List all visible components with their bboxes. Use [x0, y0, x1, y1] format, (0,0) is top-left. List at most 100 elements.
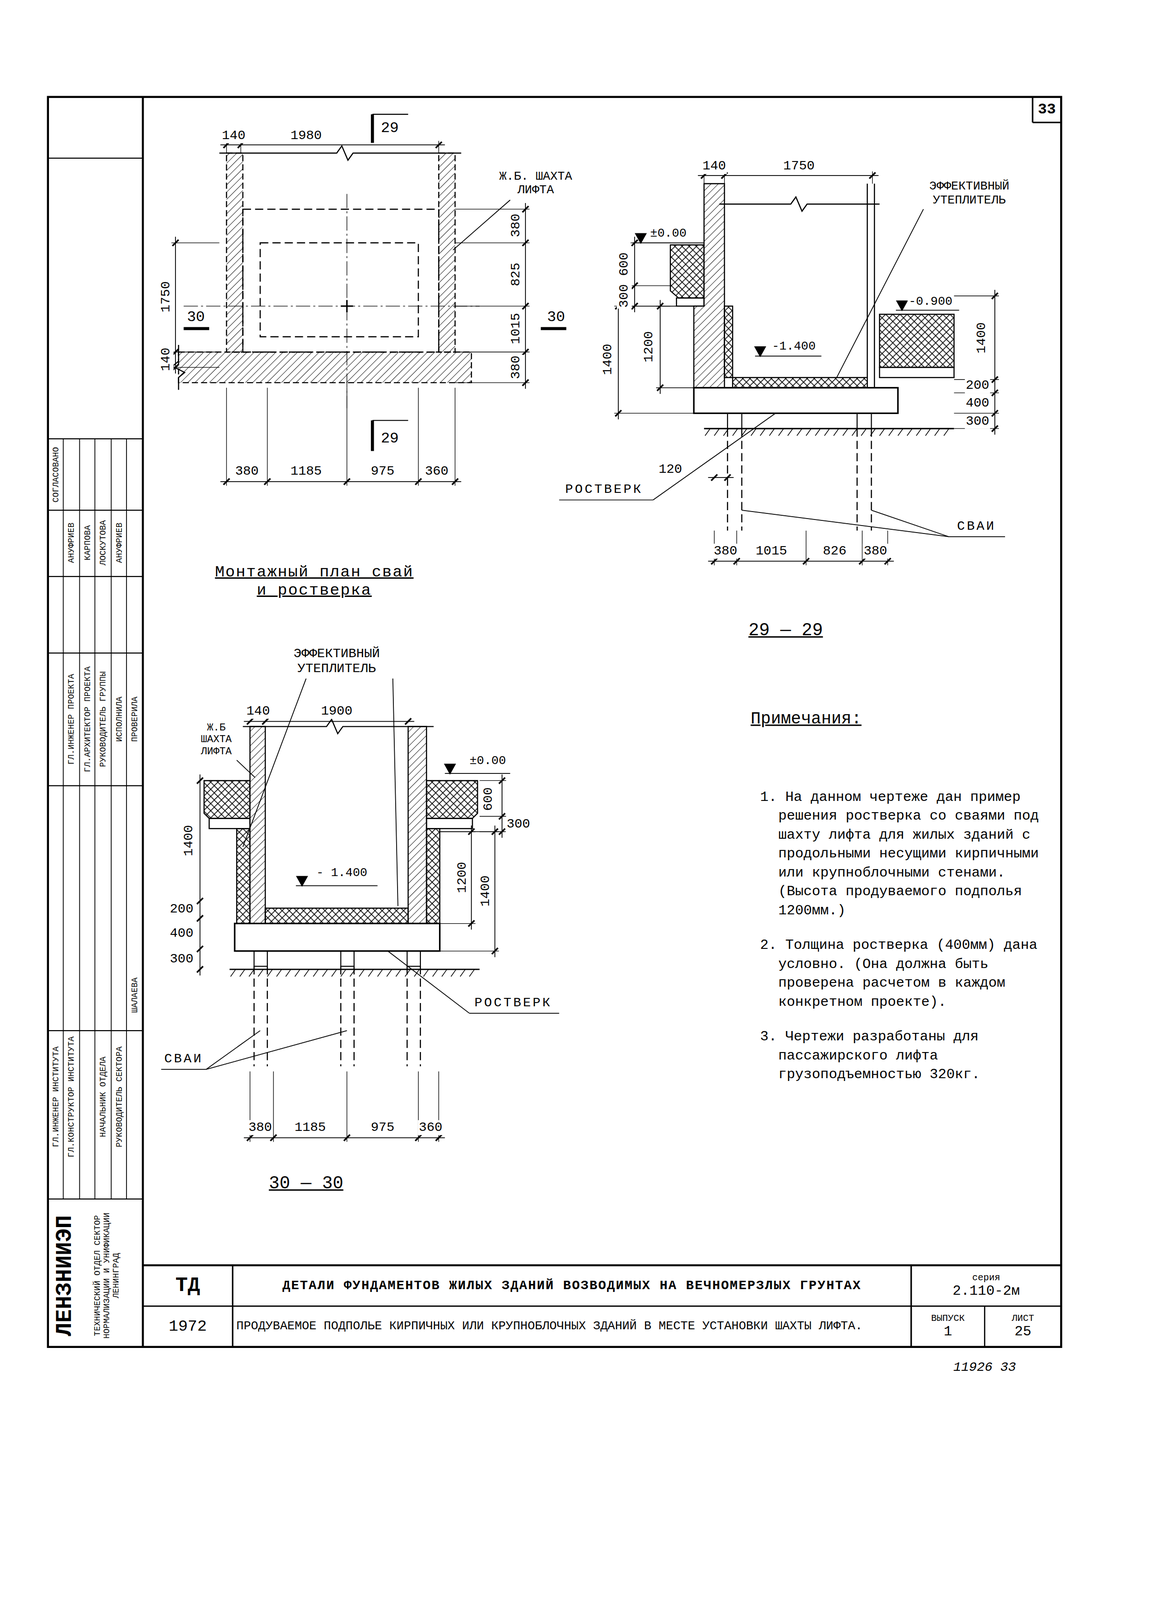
- break-line: [219, 146, 462, 161]
- dimension: 140: [158, 346, 174, 372]
- ground-hatch: [276, 969, 282, 977]
- title-block-cell: ПРОДУВАЕМОЕ ПОДПОЛЬЕ КИРПИЧНЫХ ИЛИ КРУПН…: [232, 1305, 912, 1347]
- cell-content: ДЕТАЛИ ФУНДАМЕНТОВ ЖИЛЫХ ЗДАНИЙ ВОЗВОДИМ…: [236, 1278, 908, 1293]
- extension-line: [454, 209, 530, 210]
- dimension-tick: [196, 945, 203, 952]
- ground-hatch: [331, 969, 337, 977]
- title-block-line: [910, 1264, 912, 1347]
- ground-hatch: [359, 969, 365, 977]
- dimension-line: [220, 144, 445, 146]
- dimension: 300: [964, 413, 991, 429]
- shaft-wall: [873, 183, 875, 388]
- pile-outline: [253, 965, 255, 1066]
- leader-line: [206, 1030, 261, 1070]
- stamp-field: АНУФРИЕВ: [66, 521, 77, 564]
- extension-line: [872, 171, 873, 184]
- insulation: [724, 306, 733, 378]
- extension-line: [439, 922, 476, 924]
- extension-line: [454, 382, 530, 383]
- ground-hatch: [395, 969, 401, 977]
- dimension: 300: [616, 283, 632, 309]
- archive-number: 11926 33: [952, 1359, 1017, 1375]
- ground-hatch: [313, 969, 319, 977]
- dimension-line: [659, 300, 661, 394]
- callout: СВАИ: [163, 1051, 204, 1067]
- pile-cap: [693, 387, 898, 414]
- dimension: 826: [822, 543, 848, 559]
- dimension: 380: [712, 543, 739, 559]
- pile-head: [857, 412, 872, 429]
- ground-hatch: [294, 969, 301, 977]
- stamp-line: [79, 438, 81, 1199]
- cell-text: ДЕТАЛИ ФУНДАМЕНТОВ ЖИЛЫХ ЗДАНИЙ ВОЗВОДИМ…: [236, 1278, 908, 1293]
- title-block-cell: ДЕТАЛИ ФУНДАМЕНТОВ ЖИЛЫХ ЗДАНИЙ ВОЗВОДИМ…: [232, 1264, 912, 1306]
- title-block-cell: 33: [1032, 97, 1062, 123]
- view-title: Монтажный план свай и ростверка: [211, 563, 418, 600]
- pile-grid-outline: [260, 242, 419, 337]
- ground-hatch: [340, 969, 346, 977]
- cell-text: серия: [915, 1271, 1058, 1283]
- stamp-line: [125, 438, 127, 1199]
- shaft-wall: [250, 726, 266, 924]
- stamp-line: [48, 1198, 143, 1200]
- dimension-line: [494, 825, 496, 958]
- stamp-field: РУКОВОДИТЕЛЬ ГРУППЫ: [98, 670, 109, 769]
- extension-line: [454, 242, 530, 244]
- dimension: 200: [168, 901, 195, 917]
- dimension: 380: [234, 463, 260, 479]
- ground-hatch: [285, 969, 291, 977]
- pile-outline: [266, 965, 268, 1066]
- level-mark: ±0.00: [468, 754, 507, 769]
- extension-line: [346, 1071, 348, 1142]
- leader-line: [206, 1030, 348, 1070]
- ground-hatch: [304, 969, 310, 977]
- dimension: 975: [370, 1119, 396, 1135]
- ground-hatch: [888, 428, 895, 436]
- level-mark: ±0.00: [649, 226, 688, 241]
- stamp-field: ПРОВЕРИЛА: [129, 695, 140, 743]
- stamp-field: ЛОСКУТОВА: [98, 518, 109, 567]
- ground-hatch: [861, 428, 867, 436]
- stamp-field: ГЛ.АРХИТЕКТОР ПРОЕКТА: [83, 665, 93, 774]
- ground-hatch: [230, 969, 236, 977]
- sheet-number-box: [1032, 121, 1062, 124]
- extension-line: [266, 387, 268, 486]
- stamp-line: [62, 438, 64, 1199]
- level-line: [444, 772, 511, 774]
- pile-cap-outline: [242, 209, 439, 352]
- callout: СВАИ: [956, 518, 997, 534]
- dimension: 1400: [974, 321, 990, 355]
- dimension: 1400: [478, 873, 494, 908]
- leader-line: [242, 678, 307, 847]
- ground-hatch: [824, 428, 830, 436]
- leader-line: [387, 950, 470, 1014]
- leader-line: [453, 200, 511, 251]
- dimension: 400: [964, 395, 991, 411]
- dimension: 1185: [293, 1119, 327, 1135]
- cell-content: серия2.110-2м: [915, 1271, 1058, 1300]
- level-mark: -0.900: [907, 294, 954, 309]
- dimension: 200: [964, 377, 991, 393]
- title-block-line: [142, 1264, 1062, 1266]
- view-title: 30 — 30: [267, 1173, 345, 1194]
- stamp-field: АНУФРИЕВ: [114, 521, 125, 564]
- callout: ЭФФЕКТИВНЫЙ УТЕПЛИТЕЛЬ: [254, 645, 420, 676]
- dimension: 1015: [508, 311, 524, 345]
- dimension-tick: [711, 474, 718, 481]
- stamp-line: [48, 652, 143, 654]
- pile-outline: [870, 428, 872, 531]
- leader-line: [236, 760, 255, 778]
- dimension: 975: [370, 463, 396, 479]
- ground-hatch: [441, 969, 448, 977]
- ground-hatch: [760, 428, 766, 436]
- dimension: 300: [168, 951, 195, 967]
- extension-line: [479, 815, 507, 817]
- pile-outline: [353, 965, 355, 1066]
- stamp-field: СОГЛАСОВАНО: [51, 445, 62, 504]
- title-block-cell: 1972: [142, 1305, 233, 1347]
- extension-line: [614, 412, 694, 414]
- stamp-field: НАЧАЛЬНИК ОТДЕЛА: [98, 1055, 109, 1139]
- level-line: [295, 885, 378, 887]
